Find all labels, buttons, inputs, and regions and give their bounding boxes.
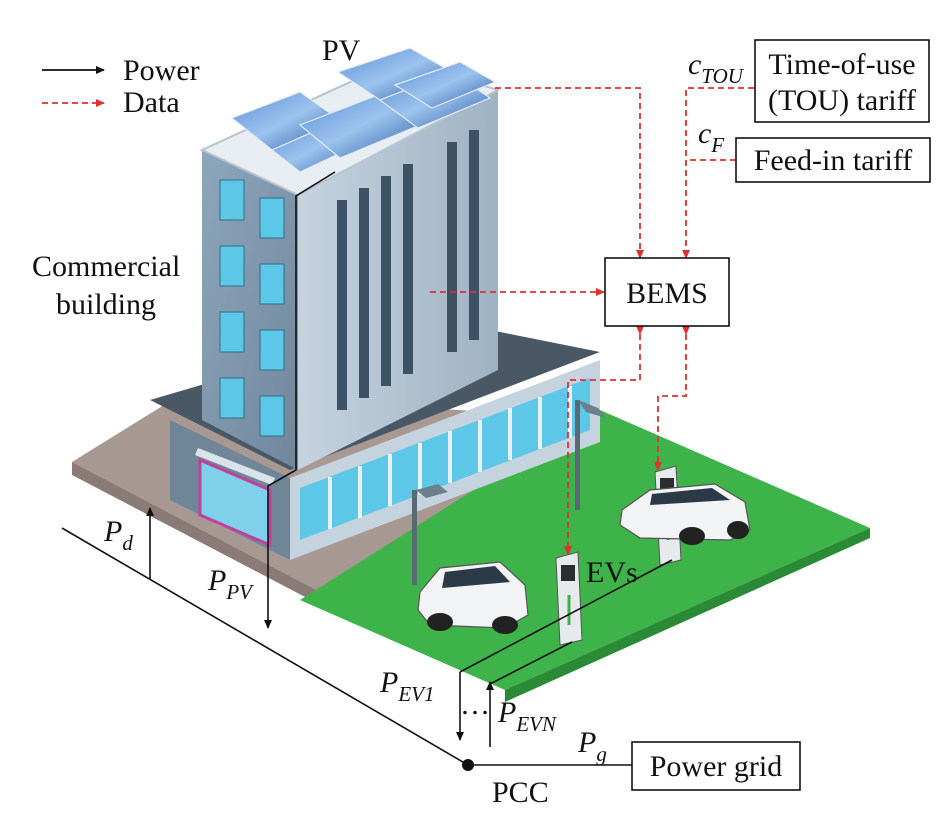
electric-vehicles <box>417 483 751 634</box>
building-label-line-1: Commercial <box>32 250 180 283</box>
entrance-door <box>198 457 272 548</box>
p-g-sub: g <box>596 742 607 766</box>
tou-to-bems-link <box>682 87 754 259</box>
bems-box <box>604 257 730 327</box>
bems-to-ev1-link <box>564 326 644 555</box>
symbol-p-pv: PPV <box>207 564 254 604</box>
p-d-sub: d <box>122 531 133 555</box>
ev-car-2 <box>619 483 751 545</box>
ellipsis-label: … <box>460 688 490 721</box>
legend: Power Data <box>42 54 200 119</box>
svg-text:PEVN: PEVN <box>497 696 557 736</box>
svg-text:Pg: Pg <box>577 726 607 766</box>
illustration <box>72 47 870 702</box>
symbol-p-g: Pg <box>577 726 607 766</box>
pcc-node <box>462 759 474 771</box>
legend-data-label: Data <box>123 86 180 119</box>
power-grid-block: Power grid <box>631 741 801 791</box>
main-bus-line <box>61 527 469 766</box>
evn-feeder-line <box>489 641 573 685</box>
bems-to-evn-link <box>654 326 690 471</box>
ev1-feeder-line <box>459 559 673 673</box>
bems-label: BEMS <box>626 277 708 310</box>
entrance-canopy <box>195 448 275 485</box>
p-pv-sub: PV <box>225 580 254 604</box>
pv-label: PV <box>322 34 361 67</box>
pavement-edge <box>72 462 330 610</box>
grass-edge <box>505 528 870 702</box>
power-grid-box <box>631 741 801 791</box>
symbol-c-f: cF <box>698 117 724 157</box>
data-links <box>430 87 754 555</box>
p-evn-sub: EVN <box>515 712 557 736</box>
bems-block: BEMS <box>604 257 730 327</box>
tou-tariff-box <box>754 39 930 123</box>
podium-windows <box>300 378 590 540</box>
svg-text:PEV1: PEV1 <box>379 666 434 706</box>
side-window-strips <box>337 130 479 410</box>
p-g-base: P <box>577 726 596 759</box>
p-d-base: P <box>103 515 122 548</box>
svg-text:cF: cF <box>698 117 724 157</box>
solar-panels <box>230 47 497 173</box>
front-windows <box>219 179 285 437</box>
c-tou-sub: TOU <box>701 64 744 88</box>
symbol-c-tou: cTOU <box>688 48 745 88</box>
legend-power-label: Power <box>123 54 200 87</box>
svg-text:PPV: PPV <box>207 564 254 604</box>
tou-tariff-block: Time-of-use (TOU) tariff <box>754 39 930 123</box>
feed-in-tariff-label: Feed-in tariff <box>754 144 913 177</box>
p-pv-base: P <box>207 564 226 597</box>
p-ev1-sub: EV1 <box>397 682 434 706</box>
symbol-p-ev1: PEV1 <box>379 666 434 706</box>
symbol-p-d: Pd <box>103 515 133 555</box>
svg-text:cTOU: cTOU <box>688 48 745 88</box>
c-tou-base: c <box>688 48 701 81</box>
svg-text:Pd: Pd <box>103 515 133 555</box>
c-f-base: c <box>698 117 711 150</box>
symbol-p-evn: PEVN <box>497 696 557 736</box>
power-wiring <box>61 171 673 771</box>
pv-power-line <box>264 171 336 629</box>
feed-in-tariff-block: Feed-in tariff <box>735 137 931 183</box>
tou-tariff-line-2: (TOU) tariff <box>768 84 916 117</box>
ev-car-1 <box>417 561 529 634</box>
pcc-label: PCC <box>492 776 549 809</box>
tou-tariff-line-1: Time-of-use <box>768 48 915 81</box>
power-grid-label: Power grid <box>650 750 782 783</box>
c-f-sub: F <box>710 133 724 157</box>
p-ev1-base: P <box>379 666 398 699</box>
evs-label: EVs <box>586 556 638 589</box>
feed-in-tariff-box <box>735 137 931 183</box>
p-evn-base: P <box>497 696 516 729</box>
pv-to-bems-link <box>495 87 644 259</box>
building-label-line-2: building <box>56 288 156 321</box>
